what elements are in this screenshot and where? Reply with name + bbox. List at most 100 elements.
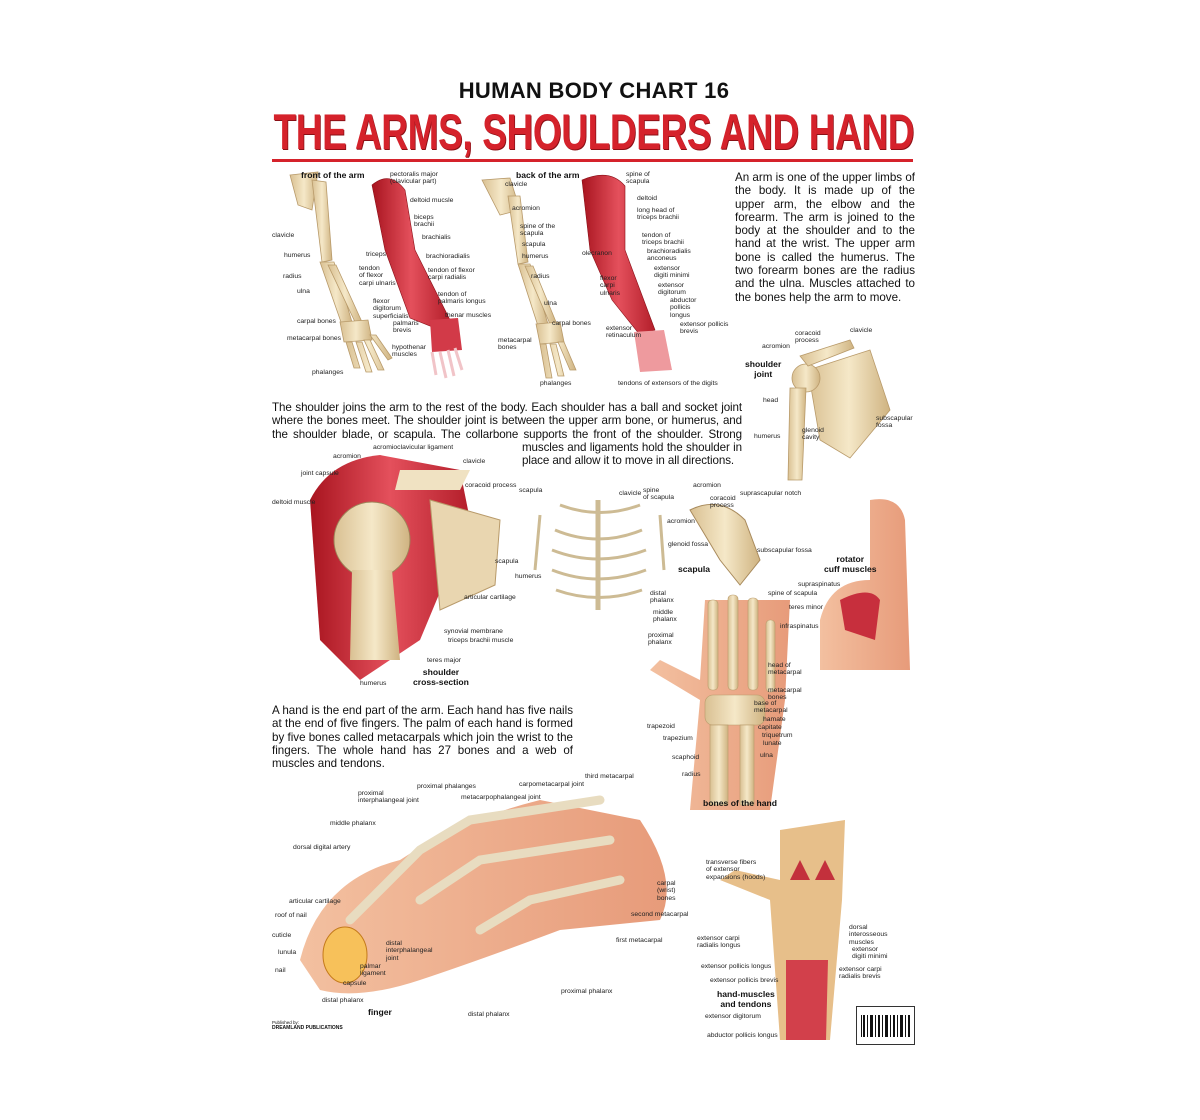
finger-label: proximal interphalangeal joint	[358, 790, 419, 805]
front-arm-label: brachialis	[422, 234, 451, 241]
hand-bones-label: trapezoid	[647, 723, 675, 730]
shoulder-joint-label: humerus	[754, 433, 781, 440]
front-arm-label: biceps brachii	[414, 214, 435, 229]
front-arm-label: radius	[283, 273, 302, 280]
shoulder-section-label: coracoid process	[465, 482, 517, 489]
text-wrap-spacer	[272, 441, 522, 521]
finger-hand-figure	[300, 795, 667, 994]
shoulder-joint-caption: shoulder joint	[745, 359, 782, 379]
hand-bones-label: base of metacarpal	[754, 700, 788, 715]
hand-muscles-label: transverse fibers of extensor expansions…	[706, 859, 766, 881]
front-arm-label: thenar muscles	[445, 312, 492, 319]
shoulder-section-label: acromion	[333, 453, 361, 460]
finger-label: palmar ligament	[360, 963, 386, 978]
rotator-cuff-figure	[820, 499, 910, 670]
back-arm-label: acromion	[512, 205, 540, 212]
hand-bones-label: ulna	[760, 752, 773, 759]
front-arm-label: palmaris brevis	[393, 320, 419, 335]
back-arm-label: extensor retinaculum	[606, 325, 642, 340]
shoulder-description-part1: The shoulder joins the arm to the rest o…	[272, 401, 742, 441]
shoulder-cross-section	[310, 455, 501, 680]
shoulder-section-label: humerus	[515, 573, 542, 580]
hand-bones-label: scaphoid	[672, 754, 700, 761]
hand-muscles-label: extensor carpi radialis brevis	[839, 966, 882, 981]
shoulder-section-label: triceps brachii muscle	[448, 637, 514, 644]
front-arm-muscles	[371, 178, 464, 379]
hand-bones-label: distal phalanx	[650, 590, 674, 605]
hand-muscles-label: extensor carpi radialis longus	[697, 935, 741, 950]
front-arm-label: hypothenar muscles	[392, 344, 427, 359]
front-arm-label: flexor digitorum superficialis	[373, 298, 409, 320]
back-arm-label: extensor digitorum	[658, 282, 686, 297]
hand-muscles-caption: hand-muscles and tendons	[717, 989, 775, 1009]
rotator-cuff-label: spine of scapula	[768, 590, 818, 597]
front-arm-label: tendon of flexor carpi radialis	[428, 267, 475, 282]
shoulder-description: The shoulder joins the arm to the rest o…	[272, 401, 742, 521]
back-arm-label: spine of the scapula	[520, 223, 556, 238]
rotator-cuff-label: supraspinatus	[798, 581, 841, 588]
scapula-bone	[689, 503, 761, 586]
front-arm-label: tendon of palmaris longus	[438, 291, 486, 306]
front-arm-caption: front of the arm	[301, 170, 365, 180]
rotator-cuff-label: infraspinatus	[780, 623, 819, 630]
shoulder-section-label: joint capsule	[301, 470, 339, 477]
shoulder-section-label: clavicle	[463, 458, 486, 465]
finger-label: articular cartilage	[289, 898, 341, 905]
hand-bones-label: head of metacarpal	[768, 662, 802, 677]
front-arm-label: humerus	[284, 252, 311, 259]
back-arm-skeleton	[481, 177, 577, 379]
back-arm-label: scapula	[522, 241, 546, 248]
back-arm-label: spine of scapula	[626, 171, 650, 186]
back-arm-label: brachioradialis anconeus	[647, 248, 691, 263]
back-arm-label: metacarpal bones	[498, 337, 532, 352]
publisher-label: Published by:	[272, 1020, 300, 1025]
finger-label: cuticle	[272, 932, 292, 939]
hand-bones-label: proximal phalanx	[648, 632, 674, 647]
back-arm-label: olecranon	[582, 250, 612, 257]
front-arm-skeleton	[289, 171, 393, 373]
hand-bones-label: radius	[682, 771, 701, 778]
back-arm-label: phalanges	[540, 380, 572, 387]
shoulder-joint-label: acromion	[762, 343, 790, 350]
ribcage-skeleton	[533, 500, 666, 610]
shoulder-joint-label: clavicle	[850, 327, 873, 334]
front-arm-label: clavicle	[272, 232, 295, 239]
hand-bones-label: trapezium	[663, 735, 693, 742]
finger-label: proximal phalanx	[561, 988, 613, 995]
isbn-barcode	[856, 1006, 915, 1045]
front-arm-label: ulna	[297, 288, 310, 295]
finger-label: distal phalanx	[322, 997, 364, 1004]
finger-caption: finger	[368, 1007, 392, 1017]
shoulder-section-label: teres major	[427, 657, 461, 664]
hand-bones-label: lunate	[763, 740, 782, 747]
hand-muscles-label: extensor digitorum	[705, 1013, 761, 1020]
finger-label: carpometacarpal joint	[519, 781, 584, 788]
hand-bones-label: metacarpal bones	[768, 687, 802, 702]
hand-muscles-label: extensor pollicis longus	[701, 963, 772, 970]
finger-label: lunula	[278, 949, 297, 956]
finger-label: dorsal digital artery	[293, 844, 351, 851]
scapula-label: acromion	[693, 482, 721, 489]
hand-bones-caption: bones of the hand	[703, 798, 777, 808]
shoulder-description-part2: the shoulder. Strong muscles and ligamen…	[522, 427, 743, 468]
shoulder-section-label: scapula	[495, 558, 519, 565]
back-arm-label: extensor digiti minimi	[654, 265, 690, 280]
scapula-label: glenoid fossa	[668, 541, 709, 548]
shoulder-joint-label: head	[763, 397, 779, 404]
finger-label: third metacarpal	[585, 773, 634, 780]
scapula-label: clavicle	[619, 490, 642, 497]
hand-muscles-label: extensor pollicis brevis	[710, 977, 779, 984]
series-title: HUMAN BODY CHART 16	[458, 78, 730, 103]
finger-label: proximal phalanges	[417, 783, 476, 790]
shoulder-section-label: deltoid muscle	[272, 499, 316, 506]
back-arm-label: humerus	[522, 253, 549, 260]
publisher-info: Published by: DREAMLAND PUBLICATIONS	[272, 1020, 343, 1031]
shoulder-joint-bones	[787, 339, 891, 481]
back-arm-label: deltoid	[637, 195, 658, 202]
shoulder-section-label: humerus	[360, 680, 387, 687]
back-arm-caption: back of the arm	[516, 170, 580, 180]
finger-label: distal interphalangeal joint	[386, 940, 433, 962]
back-arm-label: ulna	[544, 300, 557, 307]
hand-muscles-figure	[720, 820, 845, 1040]
front-arm-label: metacarpal bones	[287, 335, 342, 342]
